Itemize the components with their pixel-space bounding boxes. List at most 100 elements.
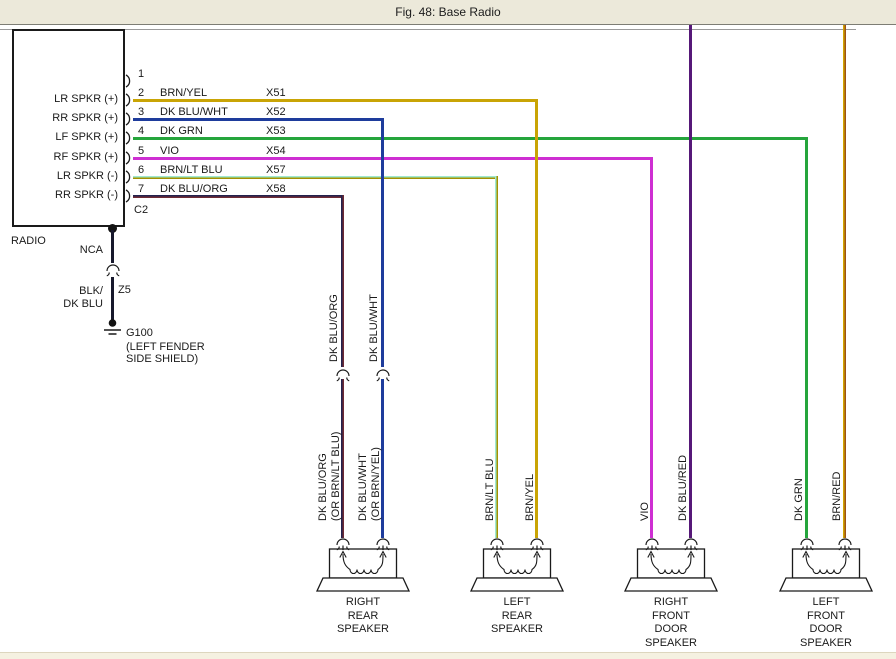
diagram-top-rule — [0, 29, 856, 30]
speaker-symbol-icon — [623, 548, 719, 592]
wire-vio-horizontal — [133, 157, 652, 160]
wire-name-label: BRN/YEL — [160, 87, 208, 99]
wire-label-vertical: (OR BRN/LT BLU) — [330, 431, 342, 521]
pin-left-label: RF SPKR (+) — [53, 151, 118, 163]
wire-dk-grn-vertical — [805, 137, 808, 538]
wire-label-vertical: DK BLU/RED — [677, 454, 689, 521]
pin-bracket-icon — [125, 170, 131, 184]
wire-brn-lt-blu-vertical — [495, 176, 498, 538]
pin-number: 5 — [138, 145, 145, 157]
speaker-label-line: SPEAKER — [645, 636, 697, 649]
ground-location-line1: (LEFT FENDER — [126, 341, 205, 353]
wire-dk-blu-org-vertical-upper — [341, 195, 344, 367]
speaker-label-line: DOOR — [654, 623, 688, 635]
pin-bracket-icon — [125, 93, 131, 107]
inline-connector-icon — [336, 369, 350, 382]
pin-left-label: LR SPKR (+) — [54, 93, 118, 105]
nca-label: NCA — [79, 244, 103, 256]
wire-dk-blu-wht-vertical-lower — [381, 379, 384, 538]
wire-label-vertical: DK BLU/WHT — [357, 453, 369, 521]
wire-dk-blu-org-vertical-lower — [341, 379, 344, 538]
wire-brn-red-vertical — [843, 25, 846, 538]
pin-left-label: RR SPKR (-) — [55, 189, 118, 201]
wire-blk-dk-blu-lower — [111, 277, 114, 321]
bottom-border-strip — [0, 652, 896, 659]
speaker-label-line: SPEAKER — [491, 623, 543, 635]
ground-wire-name-line2: DK BLU — [63, 298, 103, 310]
circuit-code: X53 — [266, 125, 286, 137]
speaker-label-line: LEFT — [503, 596, 531, 608]
wire-dk-blu-wht-horizontal — [133, 118, 383, 121]
ground-circuit-label: Z5 — [118, 284, 131, 296]
inline-connector-icon — [106, 264, 120, 277]
circuit-code: X57 — [266, 164, 286, 176]
speaker-symbol-icon — [778, 548, 874, 592]
radio-label: RADIO — [11, 235, 46, 247]
circuit-code: X51 — [266, 87, 286, 99]
pin-left-label: RR SPKR (+) — [52, 112, 118, 124]
wire-dk-grn-horizontal — [133, 137, 807, 140]
figure-title: Fig. 48: Base Radio — [395, 5, 501, 19]
pin-bracket-icon — [125, 131, 131, 145]
radio-connector-box — [12, 29, 125, 227]
speaker-label-line: RIGHT — [653, 596, 689, 608]
speaker-label-line: FRONT — [807, 609, 845, 622]
pin-number: 6 — [138, 164, 145, 176]
circuit-code: X58 — [266, 183, 286, 195]
wire-dk-blu-red-vertical — [689, 25, 692, 538]
wire-brn-lt-blu-horizontal — [133, 176, 497, 179]
wire-brn-yel-vertical — [535, 99, 538, 538]
wire-label-vertical: BRN/YEL — [524, 473, 536, 521]
connector-c2-label: C2 — [134, 204, 149, 216]
pin-bracket-icon — [125, 74, 131, 88]
wire-label-vertical: DK BLU/ORG — [328, 294, 340, 362]
wire-label-vertical: DK GRN — [793, 478, 805, 521]
wire-name-label: DK BLU/WHT — [160, 106, 228, 118]
speaker-label-line: DOOR — [809, 623, 843, 635]
speaker-label-left-rear: LEFT REAR SPEAKER — [467, 596, 567, 637]
wire-name-label: DK BLU/ORG — [160, 183, 228, 195]
ground-location-line2: SIDE SHIELD) — [126, 353, 199, 365]
pin-bracket-icon — [125, 189, 131, 203]
pin-bracket-icon — [125, 151, 131, 165]
pin-left-label: LR SPKR (-) — [56, 170, 118, 182]
wire-name-label: BRN/LT BLU — [160, 164, 223, 176]
pin-number: 7 — [138, 183, 145, 195]
circuit-code: X52 — [266, 106, 286, 118]
wire-label-vertical: DK BLU/WHT — [368, 294, 380, 362]
pin-bracket-icon — [125, 112, 131, 126]
wire-label-vertical: BRN/RED — [831, 471, 843, 521]
wire-label-vertical: BRN/LT BLU — [484, 458, 496, 521]
pin-number: 2 — [138, 87, 145, 99]
wire-name-label: VIO — [160, 145, 179, 157]
speaker-label-line: FRONT — [652, 609, 690, 622]
title-bar — [0, 0, 896, 25]
ground-code-label: G100 — [126, 327, 153, 339]
wire-label-vertical: DK BLU/ORG — [317, 453, 329, 521]
speaker-label-line: SPEAKER — [337, 623, 389, 635]
pin-left-label: LF SPKR (+) — [55, 131, 118, 143]
speaker-label-right-front-door: RIGHT FRONT DOOR SPEAKER — [621, 596, 721, 650]
pin-number: 3 — [138, 106, 145, 118]
speaker-label-line: RIGHT — [345, 596, 381, 608]
wire-name-label: DK GRN — [160, 125, 203, 137]
wire-label-vertical: (OR BRN/YEL) — [370, 447, 382, 521]
ground-wire-name-line1: BLK/ — [79, 285, 103, 297]
speaker-symbol-icon — [469, 548, 565, 592]
wire-dk-blu-wht-vertical-upper — [381, 118, 384, 367]
junction-dot — [108, 224, 117, 233]
speaker-label-right-rear: RIGHT REAR SPEAKER — [313, 596, 413, 637]
pin-number: 4 — [138, 125, 145, 137]
wire-vio-vertical — [650, 157, 653, 538]
ground-icon — [104, 319, 121, 335]
wire-blk-dk-blu-upper — [111, 230, 114, 263]
speaker-symbol-icon — [315, 548, 411, 592]
inline-connector-icon — [376, 369, 390, 382]
speaker-label-left-front-door: LEFT FRONT DOOR SPEAKER — [776, 596, 876, 650]
pin-number: 1 — [138, 68, 145, 80]
speaker-label-line: LEFT — [812, 596, 840, 608]
speaker-label-line: REAR — [501, 609, 533, 622]
wire-dk-blu-org-horizontal — [133, 195, 343, 198]
speaker-label-line: REAR — [347, 609, 379, 622]
